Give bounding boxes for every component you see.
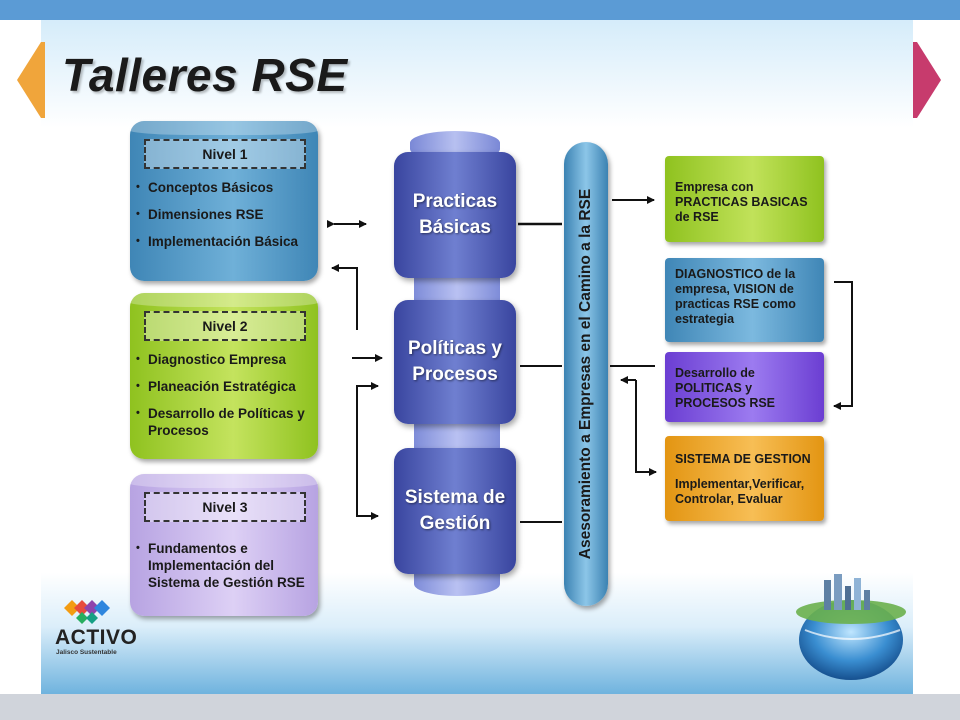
top-accent-bar (0, 0, 960, 20)
level-2-box: Nivel 2 Diagnostico Empresa Planeación E… (130, 293, 318, 459)
result-practicas-basicas: Empresa con PRACTICAS BASICAS de RSE (665, 156, 824, 242)
level-2-list: Diagnostico Empresa Planeación Estratégi… (136, 351, 314, 449)
bottom-bar (0, 694, 960, 720)
prev-slide-arrow-icon[interactable] (17, 42, 41, 118)
level-1-box: Nivel 1 Conceptos Básicos Dimensiones RS… (130, 121, 318, 281)
level-3-box: Nivel 3 Fundamentos e Implementación del… (130, 474, 318, 616)
level-1-item: Implementación Básica (136, 233, 314, 250)
tower-seg-3-text: Sistema de Gestión (404, 487, 506, 534)
tower-practicas-basicas: Practicas Básicas (394, 152, 516, 278)
bracket-level2-to-level1 (331, 264, 358, 330)
level-2-item: Diagnostico Empresa (136, 351, 314, 368)
level-1-item: Dimensiones RSE (136, 206, 314, 223)
tower-seg-1-text: Practicas Básicas (412, 191, 498, 238)
level-1-list: Conceptos Básicos Dimensiones RSE Implem… (136, 179, 314, 260)
level-1-item: Conceptos Básicos (136, 179, 314, 196)
bracket-level3-to-tower (356, 382, 379, 470)
slide-title: Talleres RSE (62, 49, 348, 101)
result-politicas: Desarrollo de POLITICAS y PROCESOS RSE (665, 352, 824, 422)
logo-tagline: Jalisco Sustentable (56, 649, 117, 656)
tower-sistema-gestion: Sistema de Gestión (394, 448, 516, 574)
next-arrow-tail[interactable] (913, 42, 917, 118)
bracket-level3-down (356, 470, 379, 520)
bracket-result-left (635, 380, 657, 476)
advisory-vertical-bar (564, 142, 608, 606)
result-sistema-sub: Implementar,Verificar, Controlar, Evalua… (675, 477, 805, 506)
level-2-item: Desarrollo de Políticas y Procesos (136, 405, 314, 439)
level-3-item: Fundamentos e Implementación del Sistema… (136, 540, 314, 591)
prev-arrow-tail[interactable] (41, 42, 45, 118)
level-3-list: Fundamentos e Implementación del Sistema… (136, 540, 314, 601)
tower-politicas-procesos: Políticas y Procesos (394, 300, 516, 424)
level-1-label: Nivel 1 (144, 139, 306, 169)
logo-name: ACTIVO (55, 626, 138, 649)
result-sistema-gestion: SISTEMA DE GESTION Implementar,Verificar… (665, 436, 824, 521)
level-3-label: Nivel 3 (144, 492, 306, 522)
result-sistema-title: SISTEMA DE GESTION (675, 452, 811, 466)
level-2-label: Nivel 2 (144, 311, 306, 341)
result-diagnostico: DIAGNOSTICO de la empresa, VISION de pra… (665, 258, 824, 342)
next-slide-arrow-icon[interactable] (917, 42, 941, 118)
tower-seg-2-text: Políticas y Procesos (408, 338, 502, 385)
bracket-right (833, 281, 853, 410)
level-2-item: Planeación Estratégica (136, 378, 314, 395)
